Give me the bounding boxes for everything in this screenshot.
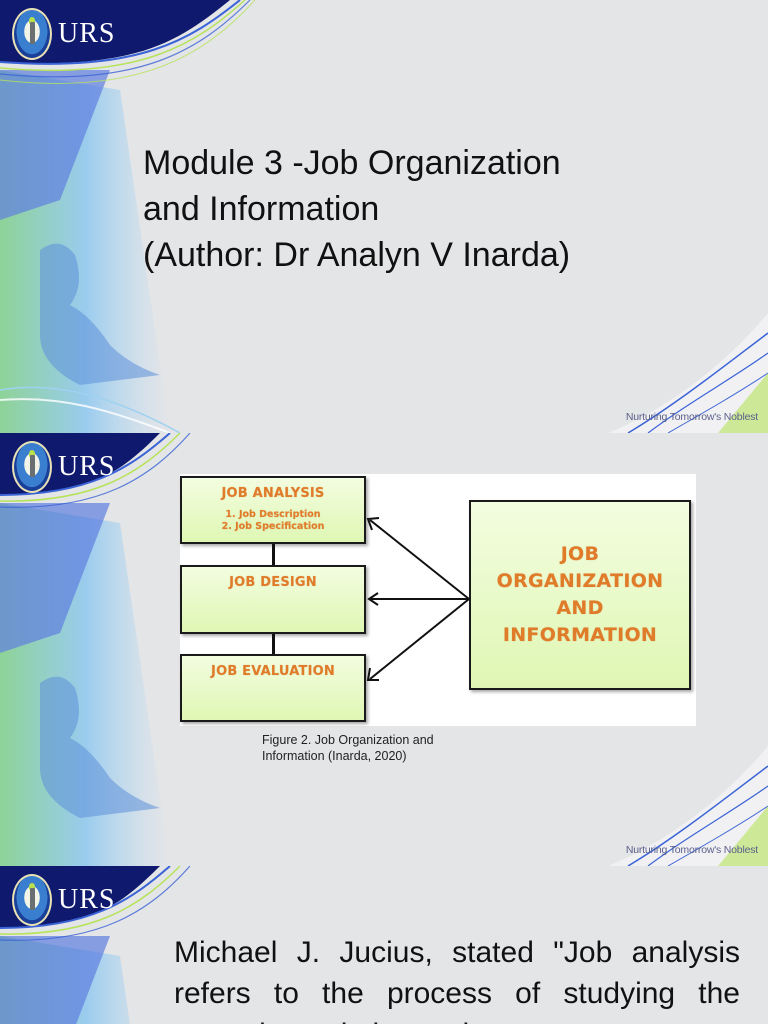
- decorative-wave-left-icon: [0, 0, 256, 433]
- center-line: AND: [556, 597, 604, 619]
- tagline: Nurturing Tomorrow's Noblest: [625, 844, 758, 856]
- slide-1: URS Module 3 -Job Organization and Infor…: [0, 0, 768, 433]
- decorative-wave-left-icon: [0, 433, 191, 866]
- center-line: ORGANIZATION: [496, 570, 664, 592]
- university-seal-icon: [12, 8, 52, 60]
- title-line: Module 3 -Job Organization: [143, 144, 561, 182]
- job-analysis-box: JOB ANALYSIS 1. Job Description 2. Job S…: [180, 476, 366, 544]
- slide-2: URS JOB ANALYSIS 1. Job Description 2. J…: [0, 433, 768, 866]
- title-line: and Information: [143, 190, 380, 228]
- box-title: JOB EVALUATION: [211, 664, 335, 679]
- box-title: JOB ANALYSIS: [221, 486, 325, 501]
- connector-line: [272, 544, 275, 565]
- connector-line: [272, 634, 275, 654]
- job-design-box: JOB DESIGN: [180, 565, 366, 634]
- brand-name: URS: [58, 451, 116, 482]
- decorative-wave-right-icon: [608, 313, 768, 433]
- subitem-job-description: 1. Job Description: [225, 509, 321, 520]
- figure-caption: Figure 2. Job Organization and Informati…: [262, 733, 434, 763]
- tagline: Nurturing Tomorrow's Noblest: [625, 411, 758, 423]
- slide-title: Module 3 -Job Organization and Informati…: [143, 140, 570, 278]
- box-title: JOB DESIGN: [229, 575, 317, 590]
- decorative-wave-right-icon: [608, 746, 768, 866]
- job-evaluation-box: JOB EVALUATION: [180, 654, 366, 722]
- subitem-job-specification: 2. Job Specification: [221, 521, 325, 532]
- job-organization-box: JOB ORGANIZATION AND INFORMATION: [469, 500, 691, 690]
- job-organization-diagram: JOB ANALYSIS 1. Job Description 2. Job S…: [180, 474, 696, 726]
- slide-body-text: Michael J. Jucius, stated "Job analysis …: [174, 936, 740, 1024]
- center-line: INFORMATION: [502, 624, 658, 646]
- brand-name: URS: [58, 18, 116, 49]
- brand-header: URS: [12, 874, 115, 926]
- title-line: (Author: Dr Analyn V Inarda): [143, 236, 571, 274]
- center-box-title: JOB ORGANIZATION AND INFORMATION: [497, 541, 664, 649]
- brand-header: URS: [12, 441, 115, 493]
- center-line: JOB: [560, 543, 600, 565]
- university-seal-icon: [12, 874, 52, 926]
- box-subitems: 1. Job Description 2. Job Specification: [182, 509, 364, 533]
- brand-header: URS: [12, 8, 115, 60]
- brand-name: URS: [58, 884, 116, 915]
- university-seal-icon: [12, 441, 52, 493]
- slide-3: URS Michael J. Jucius, stated "Job analy…: [0, 866, 768, 1024]
